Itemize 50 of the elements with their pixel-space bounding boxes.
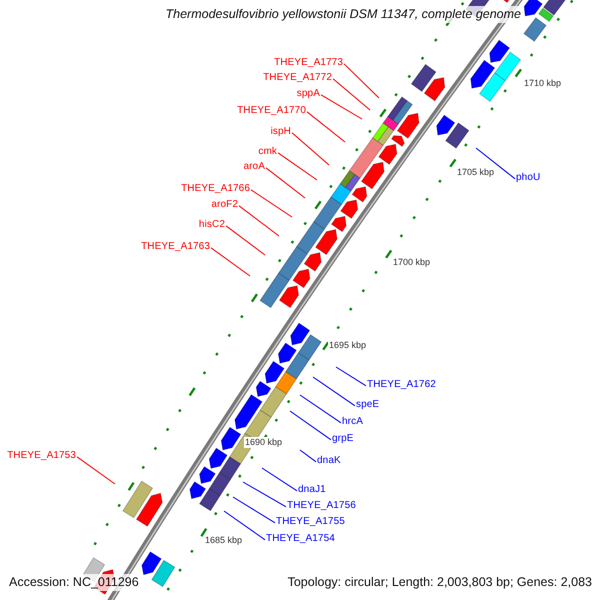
gene-label: grpE bbox=[332, 432, 354, 445]
leader-line bbox=[226, 225, 266, 256]
leader-line bbox=[476, 148, 516, 180]
leader-line bbox=[250, 189, 292, 218]
gene-label: THEYE_A1755 bbox=[276, 515, 345, 528]
leader-line bbox=[76, 456, 116, 484]
gene-label: THEYE_A1772 bbox=[263, 71, 332, 84]
leader-line bbox=[300, 450, 316, 462]
gene-label: dnaK bbox=[317, 454, 341, 467]
position-label: 1710 kbp bbox=[523, 78, 562, 89]
gene-label: THEYE_A1773 bbox=[274, 56, 343, 69]
leader-line bbox=[242, 482, 286, 508]
gene-label: THEYE_A1763 bbox=[141, 240, 210, 253]
gene-label: THEYE_A1756 bbox=[287, 499, 356, 512]
gene-label: aroA bbox=[243, 160, 265, 173]
gene-label: hrcA bbox=[342, 415, 363, 428]
leader-line bbox=[336, 366, 366, 386]
position-label: 1690 kbp bbox=[244, 437, 284, 448]
leader-line bbox=[224, 510, 266, 540]
leader-line bbox=[278, 152, 318, 180]
gene-label: THEYE_A1753 bbox=[7, 449, 76, 462]
leader-line bbox=[290, 410, 332, 440]
leader-line bbox=[232, 496, 276, 524]
leader-line bbox=[238, 205, 280, 236]
leader-line bbox=[210, 247, 250, 276]
position-label: 1700 kbp bbox=[392, 257, 432, 268]
leader-line bbox=[292, 132, 330, 166]
gene-label: sppA bbox=[296, 87, 320, 100]
gene-label: dnaJ1 bbox=[298, 483, 326, 496]
leader-line bbox=[300, 394, 342, 424]
gene-label: phoU bbox=[516, 171, 540, 184]
position-label: 1705 kbp bbox=[456, 167, 496, 178]
gene-label: THEYE_A1766 bbox=[181, 182, 250, 195]
gene-label: speE bbox=[356, 398, 380, 411]
leader-line bbox=[266, 167, 306, 198]
leader-line bbox=[344, 63, 380, 98]
gene-label: aroF2 bbox=[211, 198, 238, 211]
leader-line bbox=[320, 94, 362, 120]
gene-label: THEYE_A1770 bbox=[237, 104, 306, 117]
gene-label: hisC2 bbox=[198, 218, 225, 231]
gene-label: ispH bbox=[270, 125, 291, 138]
gene-label: cmk bbox=[258, 145, 277, 158]
gene-label: THEYE_A1754 bbox=[266, 532, 335, 545]
gene-label: THEYE_A1762 bbox=[367, 378, 436, 391]
leader-line bbox=[306, 111, 346, 142]
leader-line bbox=[312, 376, 356, 406]
position-label: 1695 kbp bbox=[328, 340, 368, 351]
position-label: 1685 kbp bbox=[204, 535, 244, 546]
leader-line bbox=[332, 78, 370, 110]
leader-line bbox=[262, 468, 298, 492]
